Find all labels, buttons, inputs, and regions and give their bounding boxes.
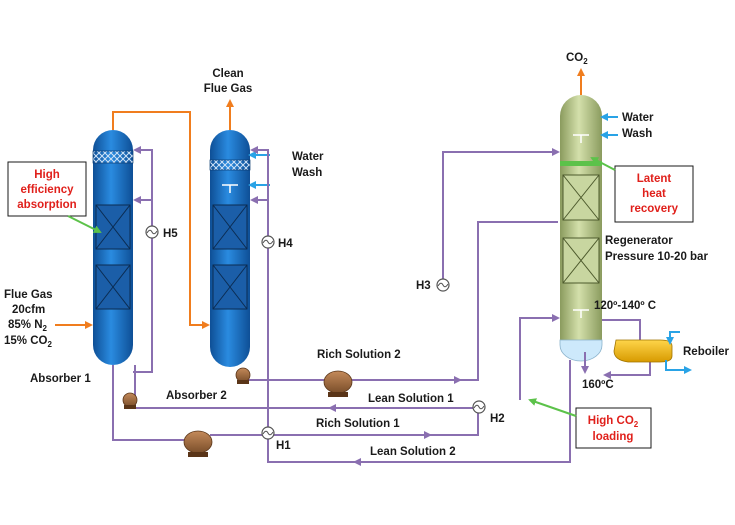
high-efficiency-text-2: efficiency: [20, 184, 74, 196]
h2-label: H2: [490, 413, 505, 425]
high-efficiency-text-1: High: [34, 169, 60, 181]
h1-label: H1: [276, 440, 291, 452]
flue-gas-label-1: Flue Gas: [4, 289, 53, 301]
reboiler-vessel: [613, 339, 673, 363]
reboiler-label: Reboiler: [683, 346, 730, 358]
high-co2-pointer: [528, 398, 577, 417]
latent-heat-text-3: recovery: [630, 203, 679, 215]
rich-solution-1-label: Rich Solution 1: [316, 418, 400, 430]
regenerator-column: [559, 95, 603, 362]
h5-label: H5: [163, 228, 178, 240]
co2-top-label: CO2: [566, 52, 588, 66]
absorber-2-label: Absorber 2: [166, 390, 227, 402]
flue-gas-label-3: 85% N2: [8, 319, 48, 333]
heat-exchanger-h1-icon: [261, 426, 275, 440]
h4-label: H4: [278, 238, 293, 250]
high-efficiency-callout: [7, 161, 87, 217]
reboiler-steam-out-icon: [665, 360, 692, 374]
pump-small-absorber-1: [122, 392, 138, 409]
regenerator-label-1: Regenerator: [605, 235, 673, 247]
high-efficiency-text-3: absorption: [17, 199, 76, 211]
pump-rich-solution-1: [183, 430, 213, 457]
absorber-1-column: [92, 130, 134, 365]
absorber-1-label: Absorber 1: [30, 373, 91, 385]
water-wash-absorber-label-2: Wash: [292, 167, 322, 179]
water-wash-absorber-label-1: Water: [292, 151, 324, 163]
lean-solution-2-line: [353, 360, 571, 466]
clean-flue-gas-label-2: Flue Gas: [204, 83, 253, 95]
reboiler-return: [603, 362, 651, 379]
flue-gas-label-2: 20cfm: [12, 304, 45, 316]
pump-small-absorber-2: [235, 367, 251, 384]
flue-gas-label-4: 15% CO2: [4, 335, 52, 349]
regenerator-label-2: Pressure 10-20 bar: [605, 251, 708, 263]
water-wash-regenerator-label-1: Water: [622, 112, 654, 124]
heat-exchanger-h2-icon: [472, 400, 486, 414]
rich-solution-2-label: Rich Solution 2: [317, 349, 401, 361]
transfer-gas-line: [112, 111, 210, 329]
absorber-2-column: [209, 130, 251, 367]
water-wash-regenerator-label-2: Wash: [622, 128, 652, 140]
lean-solution-2-label: Lean Solution 2: [370, 446, 456, 458]
h3-feed-line: [442, 148, 560, 290]
h3-label: H3: [416, 280, 431, 292]
pump-rich-solution-2: [323, 370, 353, 397]
absorber-1-bottoms-line: [112, 365, 190, 441]
rich-solution-1-to-h2: [430, 408, 479, 436]
latent-heat-callout: [614, 165, 694, 223]
heat-exchanger-h3-icon: [436, 278, 450, 292]
high-co2-text-1: High CO2: [588, 415, 639, 429]
heat-exchanger-h5-icon: [145, 225, 159, 239]
heat-exchanger-h4-icon: [261, 235, 275, 249]
reboiler-feed: [602, 319, 641, 340]
temperature-range-label: 120º-140º C: [594, 300, 656, 312]
latent-heat-text-1: Latent: [637, 173, 672, 185]
temperature-160-label: 160ºC: [582, 379, 614, 391]
high-co2-text-2: loading: [593, 431, 634, 443]
reboiler-steam-in-icon: [666, 331, 680, 345]
rich-solution-2-to-reg: [460, 221, 558, 381]
lean-solution-1-return: [134, 365, 330, 409]
absorber-1-recycle: [133, 146, 153, 373]
regenerator-return: [519, 314, 560, 400]
clean-flue-gas-label-1: Clean: [212, 68, 243, 80]
high-efficiency-pointer: [67, 215, 102, 233]
lean-solution-1-label: Lean Solution 1: [368, 393, 454, 405]
lean-solution-2-return: [250, 146, 355, 463]
latent-heat-pointer: [590, 157, 616, 171]
latent-heat-text-2: heat: [642, 188, 666, 200]
high-co2-callout: [575, 407, 652, 449]
